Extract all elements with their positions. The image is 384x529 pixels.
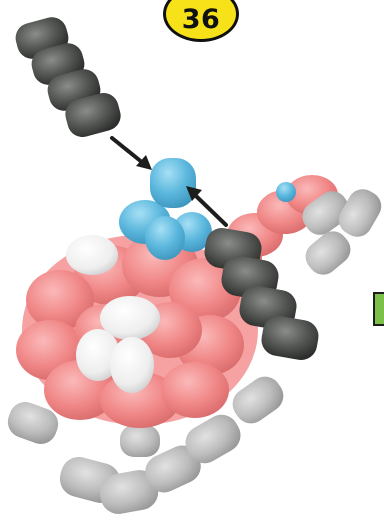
- next-page-tab-icon: [373, 292, 384, 326]
- arrow-down-right-icon: [112, 138, 152, 170]
- new-rotor-blade: [12, 14, 124, 140]
